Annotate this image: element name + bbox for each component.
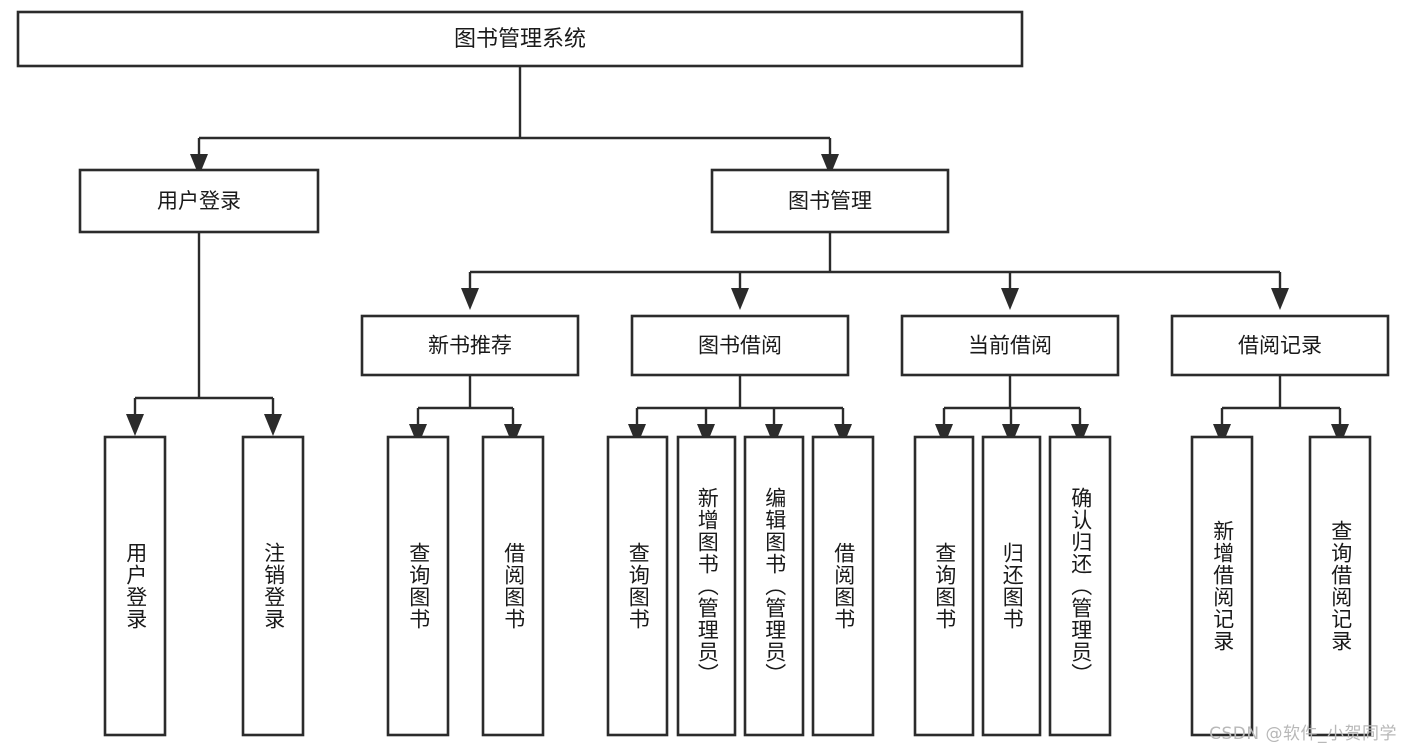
connector-group-book-borrow-to-leaves [628,375,852,446]
node-box-leaf-query-borrow-record[interactable] [1308,435,1372,737]
connector-group-book-management-to-level3 [461,232,1289,310]
node-box-root[interactable] [16,10,1024,68]
node-label-book-management: 图书管理 [788,189,872,213]
node-box-leaf-add-borrow-record[interactable] [1190,435,1254,737]
arrowhead-icon [1071,424,1089,446]
node-box-leaf-query-book-recommend[interactable] [386,435,450,737]
arrowhead-icon [1213,424,1231,446]
node-label-root: 图书管理系统 [454,27,586,52]
node-label-borrow-record: 借阅记录 [1238,334,1322,358]
connector-group-user-login-to-leaves [126,232,282,436]
connector-group-root-to-level2 [190,66,839,176]
node-box-leaf-add-book[interactable] [676,435,737,737]
node-boxes-layer [16,10,1390,737]
arrowhead-icon [461,288,479,310]
connector-group-borrow-record-to-leaves [1213,375,1349,446]
node-box-leaf-user-login[interactable] [103,435,167,737]
arrowhead-icon [504,424,522,446]
node-box-leaf-query-book-borrow[interactable] [606,435,669,737]
arrowhead-icon [1331,424,1349,446]
node-box-leaf-borrow-book[interactable] [811,435,875,737]
node-label-current-borrow: 当前借阅 [968,334,1052,358]
node-box-leaf-confirm-return[interactable] [1048,435,1112,737]
arrowhead-icon [1001,288,1019,310]
node-box-leaf-return-book[interactable] [981,435,1042,737]
arrowhead-icon [935,424,953,446]
node-box-book-management[interactable] [710,168,950,234]
node-label-book-borrow: 图书借阅 [698,334,782,358]
node-box-leaf-query-book-current[interactable] [913,435,975,737]
node-box-book-borrow[interactable] [630,314,850,377]
node-box-user-login[interactable] [78,168,320,234]
node-box-leaf-borrow-book-recommend[interactable] [481,435,545,737]
arrowhead-icon [628,424,646,446]
arrowhead-icon [264,414,282,436]
connector-group-current-borrow-to-leaves [935,375,1089,446]
node-box-leaf-edit-book[interactable] [743,435,805,737]
arrowhead-icon [409,424,427,446]
watermark-text: CSDN @软件_小贺同学 [1209,724,1397,744]
arrowhead-icon [821,154,839,176]
connector-group-new-book-recommend-to-leaves [409,375,522,446]
arrowhead-icon [731,288,749,310]
arrowhead-icon [190,154,208,176]
arrowhead-icon [697,424,715,446]
arrowhead-icon [834,424,852,446]
arrowhead-icon [1271,288,1289,310]
arrowhead-icon [765,424,783,446]
arrowhead-icon [1002,424,1020,446]
node-box-leaf-logout-login[interactable] [241,435,305,737]
node-label-user-login: 用户登录 [157,189,241,213]
node-box-new-book-recommend[interactable] [360,314,580,377]
node-box-current-borrow[interactable] [900,314,1120,377]
node-label-new-book-recommend: 新书推荐 [428,334,512,358]
node-box-borrow-record[interactable] [1170,314,1390,377]
arrowhead-icon [126,414,144,436]
connectors-layer [126,66,1349,446]
